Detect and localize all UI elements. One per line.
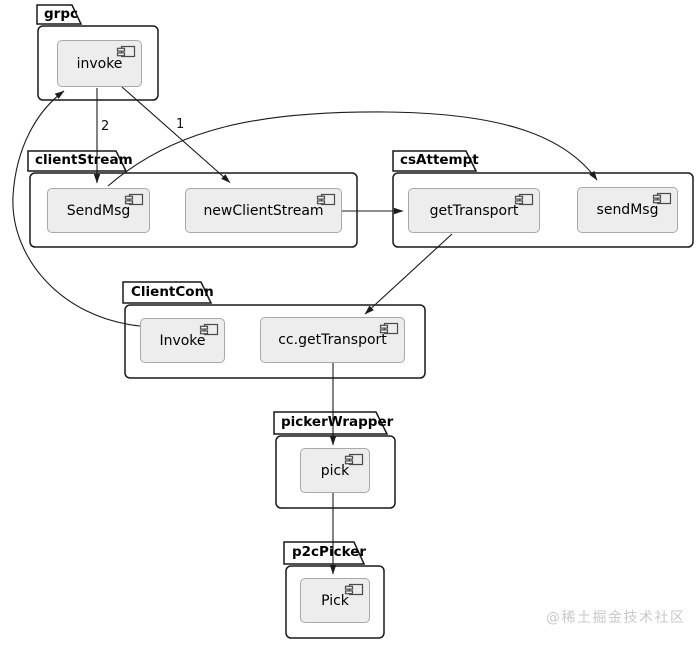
component-invoke-clientconn: Invoke (140, 318, 225, 363)
component-icon (199, 323, 219, 336)
component-icon (379, 322, 399, 335)
edge-label-2: 2 (101, 119, 110, 134)
component-cc-gettransport: cc.getTransport (260, 317, 405, 363)
component-label: Invoke (159, 332, 206, 349)
package-p2cpicker-label: p2cPicker (292, 544, 367, 560)
package-clientconn-label: ClientConn (131, 284, 214, 300)
package-grpc-tab (36, 4, 83, 25)
component-icon (652, 192, 672, 205)
package-pickerwrapper-label: pickerWrapper (281, 414, 394, 430)
package-clientstream-label: clientStream (35, 152, 133, 168)
component-icon (514, 193, 534, 206)
package-grpc-label: grpc (44, 6, 78, 22)
component-sendmsg-csattempt: sendMsg (577, 187, 678, 233)
component-sendmsg-clientstream: SendMsg (47, 188, 150, 233)
component-icon (344, 453, 364, 466)
component-label: pick (320, 462, 350, 479)
component-label: invoke (76, 55, 123, 72)
component-icon (344, 583, 364, 596)
component-label: newClientStream (203, 202, 324, 219)
package-csattempt-label: csAttempt (400, 152, 479, 168)
component-icon (124, 193, 144, 206)
component-label: cc.getTransport (278, 332, 387, 348)
edge-label-1: 1 (176, 117, 185, 132)
component-gettransport: getTransport (408, 188, 540, 233)
component-icon (316, 193, 336, 206)
component-icon (116, 45, 136, 58)
component-newclientstream: newClientStream (185, 188, 342, 233)
component-label: sendMsg (596, 202, 659, 218)
component-pick-p2cpicker: Pick (300, 578, 370, 623)
component-invoke: invoke (57, 40, 142, 87)
package-pickerwrapper-tab (273, 411, 389, 435)
component-label: getTransport (429, 202, 519, 219)
watermark-text: @稀土掘金技术社区 (546, 610, 686, 626)
component-pick-pickerwrapper: pick (300, 448, 370, 493)
component-label: SendMsg (66, 202, 131, 219)
component-label: Pick (321, 592, 349, 609)
package-p2cpicker-tab (283, 541, 366, 565)
